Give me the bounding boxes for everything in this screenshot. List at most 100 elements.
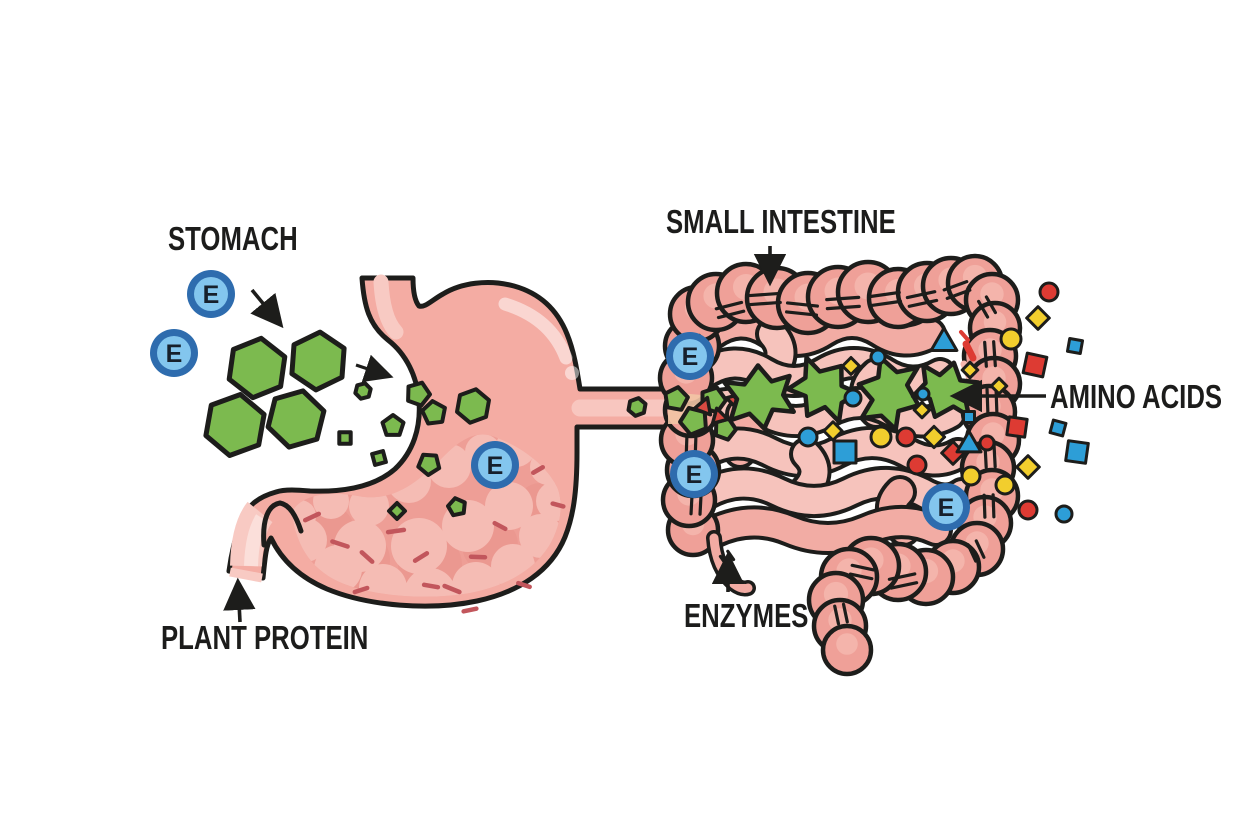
colon-highlight (836, 633, 858, 655)
amino-acid-blue-square (832, 439, 858, 465)
digested-protein (856, 355, 921, 432)
protein-fragment (406, 380, 432, 408)
stomach-arrow (250, 288, 284, 329)
colon-crease (983, 340, 988, 368)
colon-crease (825, 304, 861, 311)
enzyme-badge: E (471, 441, 519, 489)
amino-acid-yellow-diamond (822, 420, 844, 442)
fundus-gloss-dot (565, 366, 579, 380)
protein-fragment (337, 430, 353, 446)
fragment-arrow (355, 354, 394, 383)
plant-protein-label: PLANT PROTEIN (161, 619, 369, 656)
amino-acid-group (797, 281, 1090, 524)
enzyme-badge-letter: E (487, 452, 504, 480)
enzymes-label: ENZYMES (684, 597, 809, 634)
protein-fragment (353, 381, 373, 401)
plant-protein-hexagon (226, 335, 288, 401)
chyme-dash (550, 501, 566, 509)
enzyme-badge: E (187, 270, 235, 318)
plant-protein-hexagon (289, 329, 347, 393)
protein-fragment (626, 396, 648, 418)
chyme-dash (530, 465, 546, 475)
colon-crease (984, 295, 997, 315)
enzyme-badge-fill (194, 277, 228, 311)
enzyme-badge-group: E E E E E E (150, 270, 970, 531)
amino-acids-label: AMINO ACIDS (1050, 378, 1223, 415)
colon-crease (887, 572, 917, 581)
enzyme-badge-fill (478, 448, 512, 482)
amino-acid-blue-circle (797, 426, 819, 448)
enzyme-badge: E (922, 483, 970, 531)
colon-crease (985, 387, 990, 417)
enzyme-badge-letter: E (938, 494, 955, 522)
amino-acid-blue-triangle (955, 429, 983, 454)
protein-fragment (455, 387, 491, 425)
junction-protein-bit (678, 406, 708, 437)
enzyme-badge-letter: E (203, 281, 220, 309)
colon-crease (785, 301, 819, 308)
colon-crease (714, 300, 744, 311)
amino-acid-red-circle (978, 434, 996, 452)
cardia-opening-line (261, 500, 304, 548)
chyme-dash (442, 583, 462, 595)
amino-acid-yellow-diamond (912, 400, 932, 420)
protein-fragment (446, 496, 467, 518)
colon-crease (825, 295, 861, 302)
plant-protein-hexagon (203, 392, 267, 458)
amino-acid-red-circle (906, 454, 928, 476)
esophagus-stripe (373, 274, 404, 340)
amino-acid-blue-square (962, 410, 976, 424)
chyme-dash (359, 550, 375, 564)
colon-crease (698, 494, 703, 516)
enzyme-badge-letter: E (686, 461, 703, 489)
intestine-creases (684, 280, 999, 626)
amino-acid-blue-circle (869, 348, 887, 366)
amino-acid-blue-circle (915, 386, 931, 402)
amino-acid-yellow-diamond (921, 424, 947, 450)
chyme-dash (492, 520, 508, 532)
amino-acid-blue-square (1064, 439, 1090, 465)
cardia-tube-cut (229, 567, 263, 583)
protein-fragment (416, 452, 442, 477)
colon-highlight (980, 282, 1004, 306)
amino-acid-blue-square (1065, 336, 1085, 356)
amino-acid-blue-square (1048, 418, 1068, 438)
small-intestine-organ (657, 253, 1090, 677)
digested-protein (722, 363, 796, 431)
colon-crease (841, 602, 849, 624)
interior-blob (391, 518, 447, 574)
colon-highlight (983, 310, 1007, 334)
amino-acid-yellow-diamond (1025, 305, 1051, 331)
colon-crease (907, 298, 939, 308)
interior-blob (485, 482, 533, 530)
protein-fragment (370, 449, 388, 467)
interior-blob (292, 500, 316, 532)
enzyme-badge: E (666, 332, 714, 380)
enzyme-badge-letter: E (682, 343, 699, 371)
amino-acid-yellow-diamond (1015, 454, 1041, 480)
amino-acid-yellow-circle (960, 465, 982, 487)
interior-blob (452, 562, 500, 597)
chyme-dash (302, 511, 322, 523)
plant-protein-arrow (223, 577, 256, 623)
chyme-dash (421, 582, 441, 590)
chyme-dash (516, 580, 532, 590)
chyme-dash (385, 527, 407, 535)
colon-crease (833, 604, 841, 626)
annotation-arrows (223, 246, 1046, 623)
colon-crease (850, 563, 876, 572)
enzyme-badge-fill (677, 457, 711, 491)
enzyme-badge-letter: E (166, 340, 183, 368)
fundus-gloss (498, 297, 573, 365)
protein-fragment (380, 413, 406, 437)
amino-acid-red-circle (1017, 499, 1039, 521)
interior-blob (404, 568, 456, 597)
amino-acid-blue-triangle (929, 326, 959, 352)
amino-acid-yellow-circle (999, 327, 1023, 351)
colon-crease (942, 280, 969, 292)
colon-crease (982, 493, 987, 519)
colon-crease (992, 340, 997, 368)
colon-crease (689, 494, 694, 516)
amino-acid-yellow-circle (869, 425, 893, 449)
colon-crease (848, 572, 874, 581)
